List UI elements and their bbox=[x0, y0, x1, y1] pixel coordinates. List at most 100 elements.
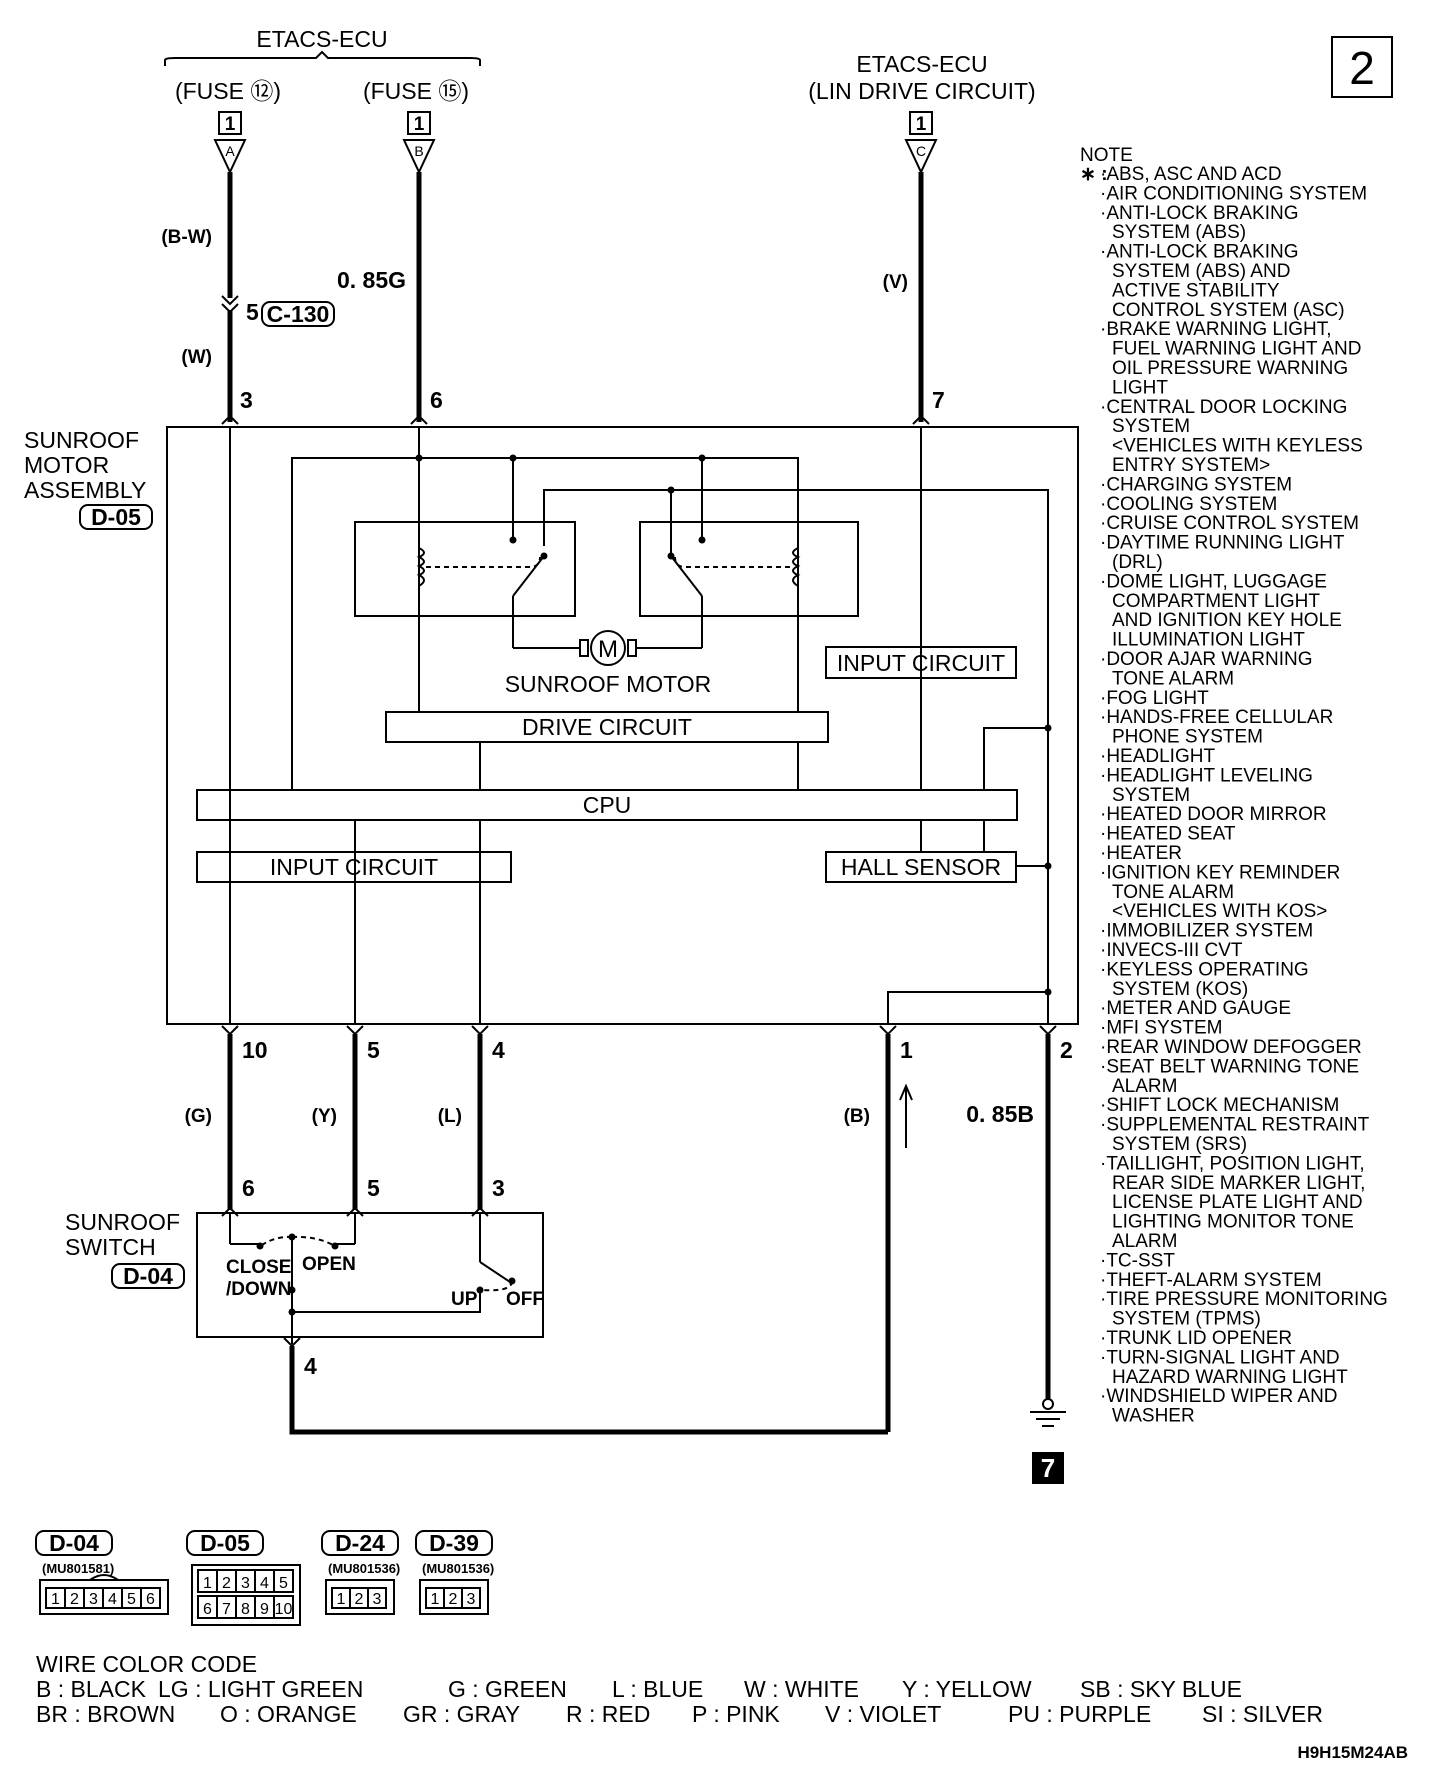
pin1-internal bbox=[887, 991, 1048, 1024]
page-number: 2 bbox=[1349, 42, 1375, 94]
sw-close-label-1: CLOSE bbox=[226, 1257, 291, 1278]
connector-pin-number: 9 bbox=[260, 1601, 269, 1618]
note-line: ·TAILLIGHT, POSITION LIGHT, bbox=[1100, 1153, 1365, 1174]
note-line: ·CHARGING SYSTEM bbox=[1100, 474, 1292, 495]
sw-common-junction bbox=[288, 1286, 296, 1294]
note-line: LIGHT bbox=[1112, 377, 1168, 398]
wire-color-entry: L : BLUE bbox=[612, 1676, 703, 1702]
connector-pin-cell bbox=[461, 1587, 481, 1609]
motor-right-brush bbox=[627, 639, 637, 657]
connector-pin-number: 1 bbox=[203, 1575, 212, 1592]
conn-d04-name: D-04 bbox=[49, 1530, 99, 1556]
conn-d39-name-box bbox=[415, 1530, 493, 1556]
connector-pin-number: 2 bbox=[70, 1591, 79, 1608]
relay-left-linkage bbox=[426, 556, 541, 568]
etacs-lin-title: ETACS-ECU bbox=[856, 51, 987, 77]
note-line: ·IGNITION KEY REMINDER bbox=[1100, 862, 1340, 883]
pin-3-connector bbox=[221, 414, 239, 425]
wire-color-entry: G : GREEN bbox=[448, 1676, 567, 1702]
input-circuit-left: INPUT CIRCUIT bbox=[270, 854, 438, 880]
conn-d04-name-box bbox=[35, 1530, 113, 1556]
connector-b-triangle bbox=[402, 139, 436, 175]
relay-right-coil-loops bbox=[792, 547, 801, 587]
wire-b-color: 0. 85G bbox=[337, 267, 406, 293]
etacs-bracket bbox=[164, 50, 481, 66]
note-line: ·REAR WINDOW DEFOGGER bbox=[1100, 1037, 1362, 1058]
relay-right-contact-1 bbox=[698, 536, 706, 544]
note-line: ·HEATER bbox=[1100, 843, 1182, 864]
wire-color-entry: LG : LIGHT GREEN bbox=[158, 1676, 363, 1702]
note-line: ·SEAT BELT WARNING TONE bbox=[1100, 1056, 1359, 1077]
wire-a-upper-color: (B-W) bbox=[161, 227, 212, 248]
note-line: <VEHICLES WITH KOS> bbox=[1112, 901, 1327, 922]
note-line: ·TIRE PRESSURE MONITORING bbox=[1100, 1289, 1388, 1310]
note-line: ·ABS, ASC AND ACD bbox=[1100, 164, 1282, 185]
wire-color-entry: SB : SKY BLUE bbox=[1080, 1676, 1242, 1702]
sw-pin-3-label: 3 bbox=[492, 1175, 505, 1201]
fuse-15-label: (FUSE ⑮) bbox=[363, 78, 469, 104]
motor-left-brush bbox=[579, 639, 589, 657]
wire-color-entry: O : ORANGE bbox=[220, 1701, 357, 1727]
connector-pin-number: 1 bbox=[51, 1591, 60, 1608]
hall-sensor: HALL SENSOR bbox=[841, 854, 1001, 880]
note-line: TONE ALARM bbox=[1112, 668, 1234, 689]
note-line: ·ANTI-LOCK BRAKING bbox=[1100, 203, 1298, 224]
conn-d24-name-box bbox=[321, 1530, 399, 1556]
junction-pin: 5 bbox=[246, 299, 259, 325]
sw-arm-open bbox=[291, 1235, 334, 1246]
wire-color-code-title: WIRE COLOR CODE bbox=[36, 1651, 257, 1677]
note-line: ·SHIFT LOCK MECHANISM bbox=[1100, 1095, 1339, 1116]
pin-7-connector bbox=[912, 414, 930, 425]
sw-close-label-2: /DOWN bbox=[226, 1279, 291, 1300]
note-line: SYSTEM (KOS) bbox=[1112, 979, 1248, 1000]
note-line: ·BRAKE WARNING LIGHT, bbox=[1100, 319, 1332, 340]
conn-d39-name: D-39 bbox=[429, 1530, 479, 1556]
note-line: <VEHICLES WITH KEYLESS bbox=[1112, 436, 1363, 457]
fuse-12-label: (FUSE ⑫) bbox=[175, 78, 281, 104]
junction-dot-5 bbox=[1044, 724, 1052, 732]
sw-open-label: OPEN bbox=[302, 1254, 356, 1275]
sw-dot-open bbox=[331, 1242, 339, 1250]
connector-a-letter: A bbox=[225, 143, 235, 159]
note-line: SYSTEM (ABS) bbox=[1112, 222, 1246, 243]
note-line: ALARM bbox=[1112, 1231, 1177, 1252]
motor-assembly-label-1: SUNROOF bbox=[24, 427, 139, 453]
sw-off-label: OFF bbox=[506, 1289, 544, 1310]
note-line: ·INVECS-III CVT bbox=[1100, 940, 1243, 961]
relay-left-contact-1 bbox=[509, 536, 517, 544]
wire-color-entry: SI : SILVER bbox=[1202, 1701, 1323, 1727]
ground-node bbox=[1042, 1398, 1054, 1410]
connector-a-triangle bbox=[213, 139, 247, 175]
pin-5-connector bbox=[346, 1025, 364, 1036]
connector-pin-number: 1 bbox=[337, 1591, 346, 1608]
switch-box bbox=[196, 1212, 544, 1338]
connector-pin-cell bbox=[273, 1595, 294, 1619]
cpu-label: CPU bbox=[583, 792, 632, 818]
connector-c-triangle bbox=[904, 139, 938, 175]
input-circuit-left-box bbox=[196, 851, 512, 883]
junction-connector-box bbox=[261, 301, 335, 327]
drive-circuit-box bbox=[385, 711, 829, 743]
switch-connector: D-04 bbox=[123, 1263, 173, 1289]
pin-6-connector bbox=[410, 414, 428, 425]
note-line: ·HEADLIGHT LEVELING bbox=[1100, 765, 1313, 786]
conn-d04-part: (MU801581) bbox=[42, 1561, 114, 1576]
wire-color-entry: V : VIOLET bbox=[825, 1701, 941, 1727]
relay-left-box bbox=[354, 521, 576, 617]
sunroof-motor-label: SUNROOF MOTOR bbox=[505, 671, 712, 697]
motor-assembly-label-3: ASSEMBLY bbox=[24, 477, 146, 503]
connector-pin-number: 4 bbox=[108, 1591, 117, 1608]
conn-d05-body bbox=[191, 1564, 301, 1626]
conn-d04-body bbox=[39, 1579, 169, 1615]
pin-6-label: 6 bbox=[430, 387, 443, 413]
note-line: ·DOOR AJAR WARNING bbox=[1100, 649, 1313, 670]
input-circuit-right: INPUT CIRCUIT bbox=[837, 650, 1005, 676]
note-line: LICENSE PLATE LIGHT AND bbox=[1112, 1192, 1363, 1213]
wire-a-lower-color: (W) bbox=[181, 347, 212, 368]
wire-color-entry: GR : GRAY bbox=[403, 1701, 520, 1727]
connector-pin-number: 3 bbox=[467, 1591, 476, 1608]
ref-box-a-label: 1 bbox=[225, 114, 236, 135]
second-bus bbox=[543, 489, 1049, 1002]
